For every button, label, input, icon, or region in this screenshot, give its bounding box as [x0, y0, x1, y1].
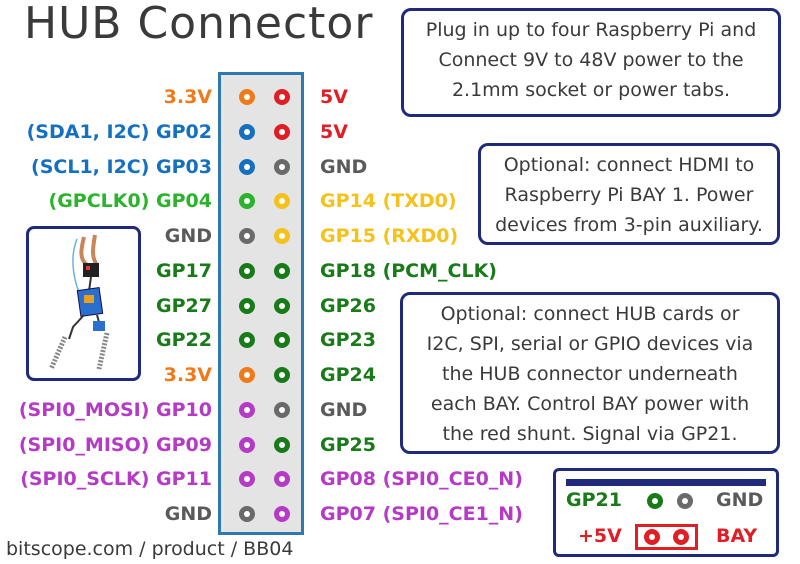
pin-label-right: 5V	[320, 120, 348, 143]
pin-label-right: GND	[320, 155, 368, 178]
note-line: Raspberry Pi BAY 1. Power	[504, 184, 754, 206]
pin-odd	[239, 332, 255, 349]
note-line: 2.1mm socket or power tabs.	[451, 79, 731, 101]
pin-even	[274, 193, 290, 210]
pin-label-left: GP17	[156, 259, 212, 282]
pin-label-right: GP18 (PCM_CLK)	[320, 259, 497, 282]
legend-gp21-pin	[647, 493, 663, 509]
pin-label-right: GP24	[320, 364, 376, 386]
pin-label-left: GND	[164, 225, 212, 247]
pin-label-left: GP27	[156, 294, 212, 317]
shunt-legend: GP21 GND +5V BAY	[553, 468, 779, 557]
pin-label-left: GND	[164, 503, 212, 525]
hub-cable-image	[48, 234, 110, 371]
pin-odd	[239, 228, 255, 244]
legend-gnd-label: GND	[716, 489, 764, 511]
note-line: the red shunt. Signal via GP21.	[442, 423, 738, 445]
legend-bay-label: BAY	[716, 525, 758, 547]
red-shunt	[635, 524, 698, 550]
note-line: I2C, SPI, serial or GPIO devices via	[426, 333, 754, 355]
pin-label-left: 3.3V	[163, 86, 212, 108]
pin-even	[274, 228, 290, 244]
pin-odd	[239, 297, 255, 314]
pin-label-left: GP22	[156, 329, 212, 352]
note-line: Optional: connect HDMI to	[503, 154, 755, 176]
pin-odd	[239, 89, 255, 105]
pin-label-right: GP07 (SPI0_CE1_N)	[320, 503, 523, 525]
pin-even	[274, 89, 290, 105]
pin-odd	[239, 367, 255, 383]
pin-even	[274, 332, 290, 349]
shunt-pin-bay	[673, 529, 689, 545]
pin-odd	[239, 401, 255, 418]
pin-label-right: GP26	[320, 294, 376, 317]
pin-odd	[239, 262, 255, 279]
page-title: HUB Connector	[24, 0, 374, 49]
note-hub-cards: Optional: connect HUB cards or I2C, SPI,…	[400, 292, 780, 454]
pin-header	[218, 72, 304, 535]
pin-label-right: GP23	[320, 329, 376, 352]
note-line: the HUB connector underneath	[442, 363, 738, 385]
pin-even	[274, 367, 290, 383]
note-line: Connect 9V to 48V power to the	[438, 49, 744, 71]
pin-label-left: 3.3V	[163, 364, 212, 386]
note-line: devices from 3-pin auxiliary.	[495, 214, 763, 236]
legend-bar	[566, 479, 766, 486]
pin-odd	[239, 506, 255, 522]
legend-5v-label: +5V	[578, 525, 622, 547]
pin-label-left: (SPI0_SCLK) GP11	[20, 468, 212, 491]
note-line: Optional: connect HUB cards or	[440, 303, 740, 325]
legend-gnd-pin	[677, 493, 693, 509]
shunt-pin-5v	[644, 529, 660, 545]
pin-label-right: 5V	[320, 86, 348, 108]
pin-odd	[239, 158, 255, 175]
pin-even	[274, 123, 290, 140]
note-line: Plug in up to four Raspberry Pi and	[425, 19, 757, 41]
pin-even	[274, 401, 290, 418]
pin-label-right: GP25	[320, 433, 376, 456]
pin-label-left: (SPI0_MOSI) GP10	[18, 398, 212, 421]
legend-gp21-label: GP21	[566, 489, 622, 511]
note-line: each BAY. Control BAY power with	[430, 393, 750, 415]
note-power: Plug in up to four Raspberry Pi and Conn…	[401, 8, 781, 117]
pin-label-left: (SDA1, I2C) GP02	[26, 120, 212, 143]
pin-label-right: GND	[320, 398, 368, 421]
pin-label-right: GP08 (SPI0_CE0_N)	[320, 468, 523, 491]
pin-label-right: GP14 (TXD0)	[320, 190, 457, 213]
cable-photo	[26, 226, 141, 381]
pin-label-left: (SCL1, I2C) GP03	[31, 155, 212, 178]
pin-label-left: (SPI0_MISO) GP09	[18, 433, 212, 456]
pin-even	[274, 262, 290, 279]
pin-label-right: GP15 (RXD0)	[320, 225, 459, 247]
pin-odd	[239, 471, 255, 488]
pin-even	[274, 471, 290, 488]
note-hdmi: Optional: connect HDMI to Raspberry Pi B…	[478, 143, 780, 245]
pin-label-left: (GPCLK0) GP04	[48, 190, 212, 213]
pin-odd	[239, 193, 255, 210]
pin-odd	[239, 436, 255, 453]
pin-even	[274, 506, 290, 522]
pin-odd	[239, 123, 255, 140]
pin-even	[274, 297, 290, 314]
footer-url: bitscope.com / product / BB04	[6, 538, 294, 560]
pin-even	[274, 436, 290, 453]
pin-even	[274, 158, 290, 175]
